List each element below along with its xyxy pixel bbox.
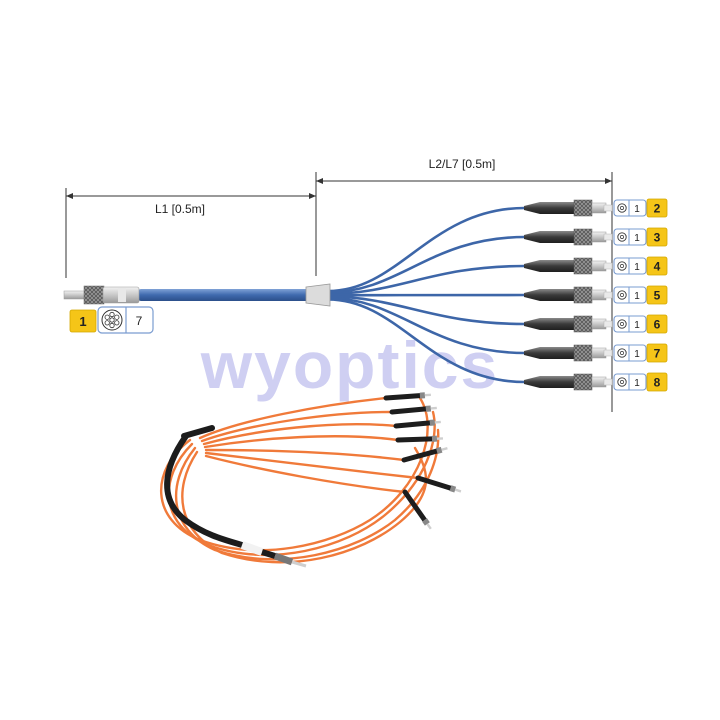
left-connector-label: 1 7 <box>69 306 154 334</box>
fanout-fiber <box>327 264 526 296</box>
single-fiber-icon <box>617 290 627 300</box>
left-connector-number: 1 <box>79 314 86 329</box>
watermark: wyoptics <box>200 328 499 402</box>
photo-connector <box>415 475 462 493</box>
right-connector <box>524 257 613 275</box>
fanout-fiber <box>327 296 526 355</box>
single-fiber-icon <box>617 261 627 271</box>
right-connector <box>524 199 613 217</box>
left-connector <box>63 285 140 305</box>
fanout-fiber <box>327 298 526 384</box>
trunk-cable <box>138 283 331 307</box>
connector-number: 4 <box>654 260 661 274</box>
dimension-l2: L2/L7 [0.5m] <box>316 157 613 412</box>
right-connector <box>524 286 613 304</box>
fiber-index: 1 <box>634 378 640 389</box>
photo-connector <box>402 489 432 530</box>
photo-connector <box>383 392 431 401</box>
l2-label: L2/L7 [0.5m] <box>429 157 496 171</box>
single-fiber-icon <box>617 348 627 358</box>
fiber-index: 1 <box>634 204 640 215</box>
right-connector <box>524 228 613 246</box>
multi-fiber-icon <box>101 309 123 331</box>
right-connector <box>524 315 613 333</box>
dimension-l1: L1 [0.5m] <box>65 172 317 278</box>
single-fiber-icon <box>617 377 627 387</box>
photo-connector <box>389 405 437 415</box>
fiber-index: 1 <box>634 233 640 244</box>
l1-label: L1 [0.5m] <box>155 202 205 216</box>
fanout-fiber <box>327 295 526 326</box>
fanout-fiber <box>327 235 526 294</box>
fiber-count: 7 <box>136 314 143 328</box>
single-fiber-icon <box>617 319 627 329</box>
photo-connector <box>395 435 444 443</box>
fiber-index: 1 <box>634 349 640 360</box>
connector-number: 5 <box>654 289 661 303</box>
connector-number: 2 <box>654 202 661 216</box>
single-fiber-icon <box>617 232 627 242</box>
connector-number: 6 <box>654 318 661 332</box>
right-connector <box>524 373 613 391</box>
fanout-fibers <box>327 206 526 384</box>
cable-photo <box>159 392 462 568</box>
connector-number: 7 <box>654 347 661 361</box>
photo-bottom-connector <box>273 552 307 568</box>
fanout-fiber <box>327 206 526 293</box>
photo-connector <box>401 446 448 463</box>
fiber-index: 1 <box>634 262 640 273</box>
fiber-index: 1 <box>634 320 640 331</box>
connector-number: 3 <box>654 231 661 245</box>
single-fiber-icon <box>617 203 627 213</box>
photo-fan-connectors <box>383 392 462 530</box>
fiber-index: 1 <box>634 291 640 302</box>
photo-connector <box>393 419 441 429</box>
connector-number: 8 <box>654 376 661 390</box>
right-connector <box>524 344 613 362</box>
